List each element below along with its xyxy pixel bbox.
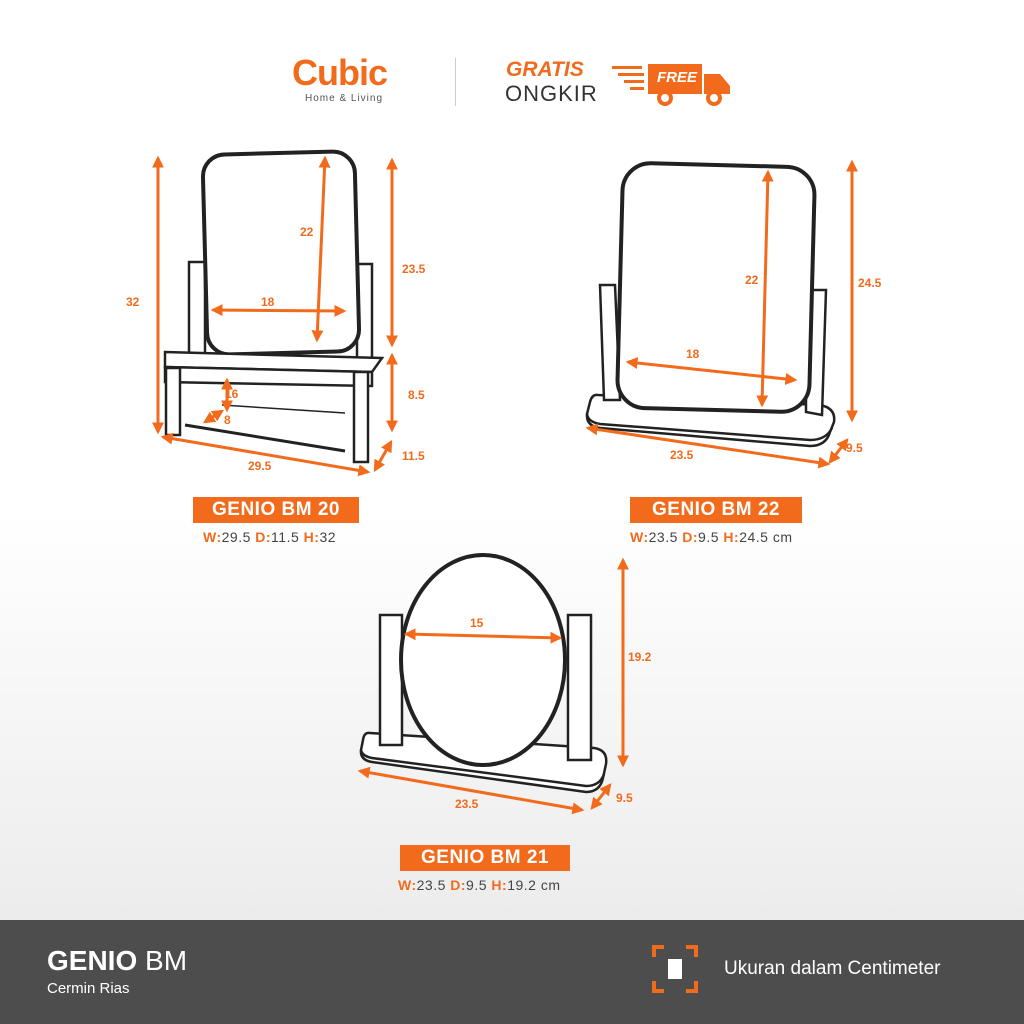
bm22-width-label: 23.5 (670, 448, 694, 462)
bm22-mirror-height-label: 22 (745, 273, 759, 287)
bm20-inner-depth-label: 8 (224, 413, 231, 427)
brand-logo: Cubic (292, 52, 388, 93)
bm22-drawing (585, 161, 836, 448)
bm21-width-label: 23.5 (455, 797, 479, 811)
gratis-label: GRATIS (506, 58, 584, 81)
free-badge: FREE (657, 69, 698, 86)
delivery-truck-icon (612, 64, 730, 106)
bm22-mirror (615, 161, 817, 414)
bm20-inner-height-label: 16 (225, 387, 239, 401)
bm21-height-label: 19.2 (628, 650, 652, 664)
bm20-depth-label: 11.5 (402, 449, 425, 463)
bm21-left-post (378, 613, 404, 747)
bm20-width-label: 29.5 (248, 459, 272, 473)
bm20-dimensions: W:29.5 D:11.5 H:32 (203, 529, 337, 545)
bm21-title: GENIO BM 21 (400, 845, 570, 871)
bm20-upper-height-label: 23.5 (402, 262, 426, 276)
ongkir-label: ONGKIR (505, 81, 598, 106)
bm20-leg (164, 366, 182, 437)
measure-frame-icon (652, 945, 698, 993)
bm20-mirror-height-label: 22 (300, 225, 314, 239)
bm21-dimensions: W:23.5 D:9.5 H:19.2 cm (398, 877, 561, 893)
bm20-shelf-height-label: 8.5 (408, 388, 425, 402)
footer-bar (0, 920, 1024, 1024)
footer-title: GENIO BM (47, 945, 188, 976)
bm22-title: GENIO BM 22 (630, 497, 802, 523)
brand-tagline: Home & Living (305, 93, 384, 104)
bm20-height-label: 32 (126, 295, 140, 309)
bm22-height-label: 24.5 (858, 276, 882, 290)
footer-note: Ukuran dalam Centimeter (724, 958, 941, 979)
bm20-mirror (200, 149, 362, 357)
dimension-drawings: 32 22 18 23.5 8.5 16 8 29.5 11.5 22 18 2… (126, 149, 882, 815)
footer-subtitle: Cermin Rias (47, 980, 130, 997)
bm21-mirror (399, 553, 567, 767)
bm21-drawing (359, 553, 608, 794)
bm21-mirror-diameter-label: 15 (470, 616, 484, 630)
header-divider (455, 58, 456, 106)
bm20-left-post (187, 260, 207, 359)
bm20-mirror-width-label: 18 (261, 295, 275, 309)
bm22-dimensions: W:23.5 D:9.5 H:24.5 cm (630, 529, 793, 545)
bm21-right-post (566, 613, 593, 762)
bm20-title: GENIO BM 20 (193, 497, 359, 523)
bm21-depth-label: 9.5 (616, 791, 633, 805)
bm22-left-post (598, 283, 622, 402)
bm22-depth-label: 9.5 (846, 441, 863, 455)
bm22-mirror-width-label: 18 (686, 347, 700, 361)
